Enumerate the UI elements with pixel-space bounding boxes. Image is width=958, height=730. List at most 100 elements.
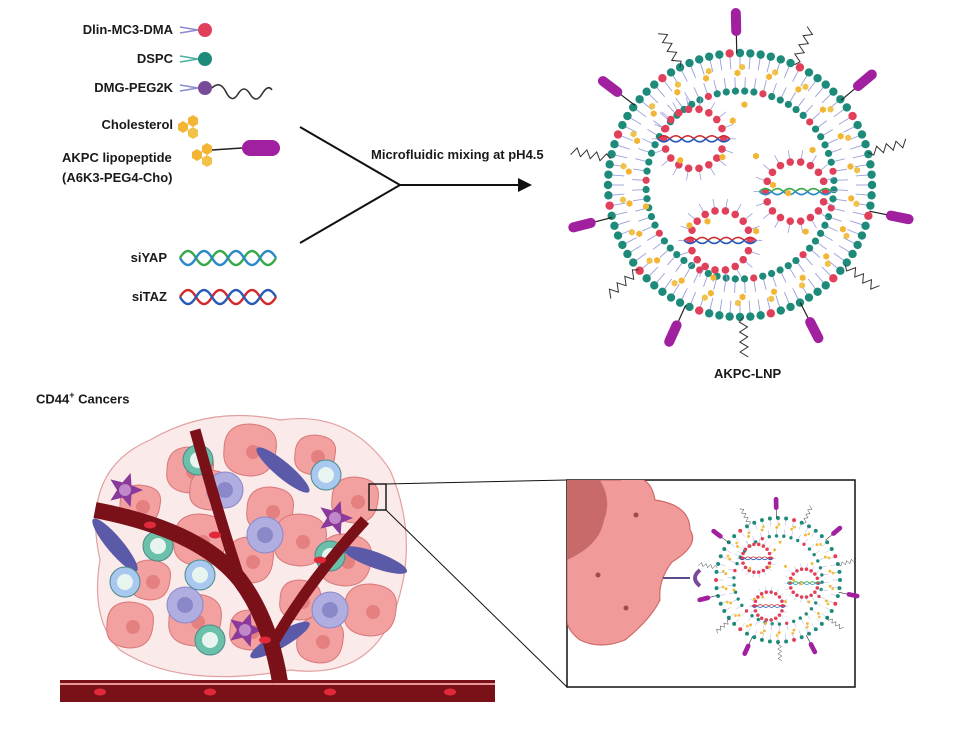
akpc-peptide-icon [810,322,818,338]
lipid-head-icon [732,534,736,538]
lipid-head-icon [848,112,856,120]
lipid-head-icon [802,543,805,546]
lipid-head-icon [782,535,785,538]
lipid-head-icon [705,52,713,60]
lipid-head-icon [864,212,872,220]
lipid-head-icon [866,160,874,168]
lipid-head-icon [695,306,703,314]
lipid-head-icon [605,201,613,209]
lipid-head-icon [658,74,666,82]
lipid-head-icon [680,257,687,264]
lipid-head-icon [868,181,876,189]
lipid-head-icon [604,191,612,199]
akpc-peptide-icon [603,81,617,92]
akpc-peptide-icon [573,223,590,227]
lipid-head-icon [610,140,618,148]
lipid-head-icon [836,95,844,103]
lipid-head-icon [667,68,675,76]
red-blood-cell [314,557,326,564]
lipid-head-icon [866,201,874,209]
lipid-head-icon [777,55,785,63]
legend-icons [178,23,280,304]
lipid-head-icon [825,540,829,544]
lipid-head-icon [648,213,655,220]
lipid-head-icon [643,168,650,175]
lipid-head-icon [828,159,835,166]
akpc-peptide-icon [700,598,708,600]
lipid-head-icon [777,306,785,314]
lipid-head-icon [800,635,804,639]
lipid-head-icon [805,68,813,76]
zoom-inset [567,478,857,688]
lipid-head-icon [785,101,792,108]
lipid-head-icon [745,609,748,612]
mixing-arrow [300,127,532,243]
lipid-head-icon [651,141,658,148]
lipid-head-icon [722,609,726,613]
lipid-head-icon [732,583,735,586]
lipid-head-icon [643,195,650,202]
lipid-head-icon [861,140,869,148]
akpc-peptide-icon [745,646,748,654]
lipid-head-icon [752,635,756,639]
lipid-head-icon [808,547,811,550]
lipid-head-icon [825,616,829,620]
lipid-head-icon [715,50,723,58]
lipid-head-icon [746,49,754,57]
lipid-head-icon [775,534,778,537]
lipid-head-icon [614,231,622,239]
lipid-head-icon [821,222,828,229]
lipid-head-icon [777,266,784,273]
lipid-head-icon [792,518,796,522]
akpc-peptide-icon [669,325,676,341]
lipid-head-icon [786,59,794,67]
lipid-head-icon [837,570,841,574]
lipid-head-icon [768,517,772,521]
lipid-head-icon [805,612,808,615]
lipid-head-icon [714,90,721,97]
lipid-head-icon [829,87,837,95]
lipid-head-icon [732,88,739,95]
lipid-head-icon [817,230,824,237]
lipid-head-icon [732,576,735,579]
red-blood-cell [204,689,216,696]
lipid-head-icon [814,529,818,533]
lipid-head-icon [858,130,866,138]
lipid-head-icon [716,594,720,598]
lipid-head-icon [738,627,742,631]
lipid-head-icon [813,74,821,82]
lipid-head-icon [723,88,730,95]
lipid-head-icon [605,160,613,168]
lipid-head-icon [719,602,723,606]
peg-chain-icon [794,27,812,65]
lipid-head-icon [715,570,719,574]
legend-label-akpc: AKPC lipopeptide [62,150,172,165]
lipid-head-icon [656,230,663,237]
lipid-head-icon [867,191,875,199]
legend-label-siyap: siYAP [131,250,167,265]
lipid-head-icon [715,586,719,590]
lipid-head-icon [820,534,824,538]
lipid-head-icon [843,103,851,111]
red-blood-cell [144,522,156,529]
lipid-head-icon [733,569,736,572]
lipid-red-head-icon [180,23,212,37]
akpc-peptide-icon [858,75,872,87]
lipid-head-icon [768,535,771,538]
lipid-head-icon [830,609,834,613]
lipid-head-icon [604,181,612,189]
product-label: AKPC-LNP [714,366,781,381]
akpc-lnp-large [571,13,909,357]
lipid-head-icon [768,639,772,643]
lipid-head-icon [812,553,815,556]
peg-chain-icon [609,270,638,299]
lipid-head-icon [789,536,792,539]
lipid-head-icon [807,524,811,528]
red-blood-cell [259,637,271,644]
lipid-head-icon [822,281,830,289]
lipid-head-icon [805,293,813,301]
lipid-teal-head-icon [180,52,212,66]
lipid-head-icon [792,257,799,264]
lipid-head-icon [825,150,832,157]
lipid-head-icon [727,540,731,544]
